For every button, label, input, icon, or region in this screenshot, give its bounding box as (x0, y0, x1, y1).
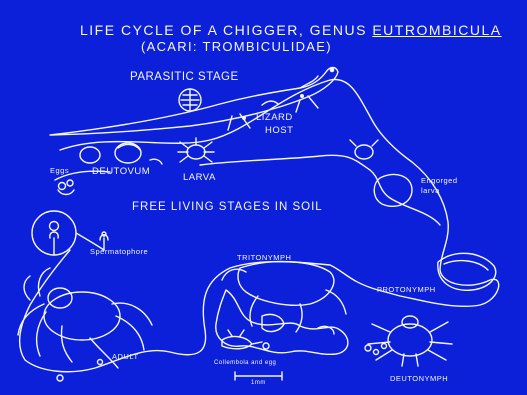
cycle-outline (20, 79, 499, 371)
label-deutonymph: DEUTONYMPH (390, 374, 448, 383)
label-parasitic-stage: PARASITIC STAGE (130, 71, 239, 83)
label-deutovum: DEUTOVUM (92, 166, 150, 177)
diagram-subtitle: (ACARI: TROMBICULIDAE) (141, 39, 332, 54)
label-collembola: Collembola and egg (214, 360, 276, 366)
label-adult: ADULT (112, 352, 139, 361)
label-engorged: Engorged (421, 176, 458, 185)
label-host: HOST (265, 125, 293, 136)
larva-drawing (178, 138, 214, 162)
deutonymph-drawing (365, 316, 452, 366)
diagram-title: LIFE CYCLE OF A CHIGGER, GENUS EUTROMBIC… (80, 22, 502, 38)
label-protonymph: PROTONYMPH (377, 285, 436, 294)
label-spermatophore: Spermatophore (90, 247, 148, 256)
engorged-larva-drawing (350, 140, 412, 206)
label-lizard: LIZARD (256, 112, 293, 123)
label-eggs: Eggs (50, 166, 69, 175)
label-larva: LARVA (183, 172, 216, 183)
scale-bar (235, 372, 282, 380)
title-genus: EUTROMBICULA (372, 22, 501, 38)
title-prefix: LIFE CYCLE OF A CHIGGER, GENUS (80, 22, 372, 38)
label-free-living: FREE LIVING STAGES IN SOIL (132, 201, 323, 213)
label-engorged-larva: larva (421, 186, 440, 195)
label-scale: 1mm (251, 380, 266, 386)
tritonymph-drawing (216, 262, 348, 355)
label-tritonymph: TRITONYMPH (237, 253, 291, 262)
larva-on-host-inset (179, 89, 201, 111)
adult-drawing (18, 268, 152, 381)
